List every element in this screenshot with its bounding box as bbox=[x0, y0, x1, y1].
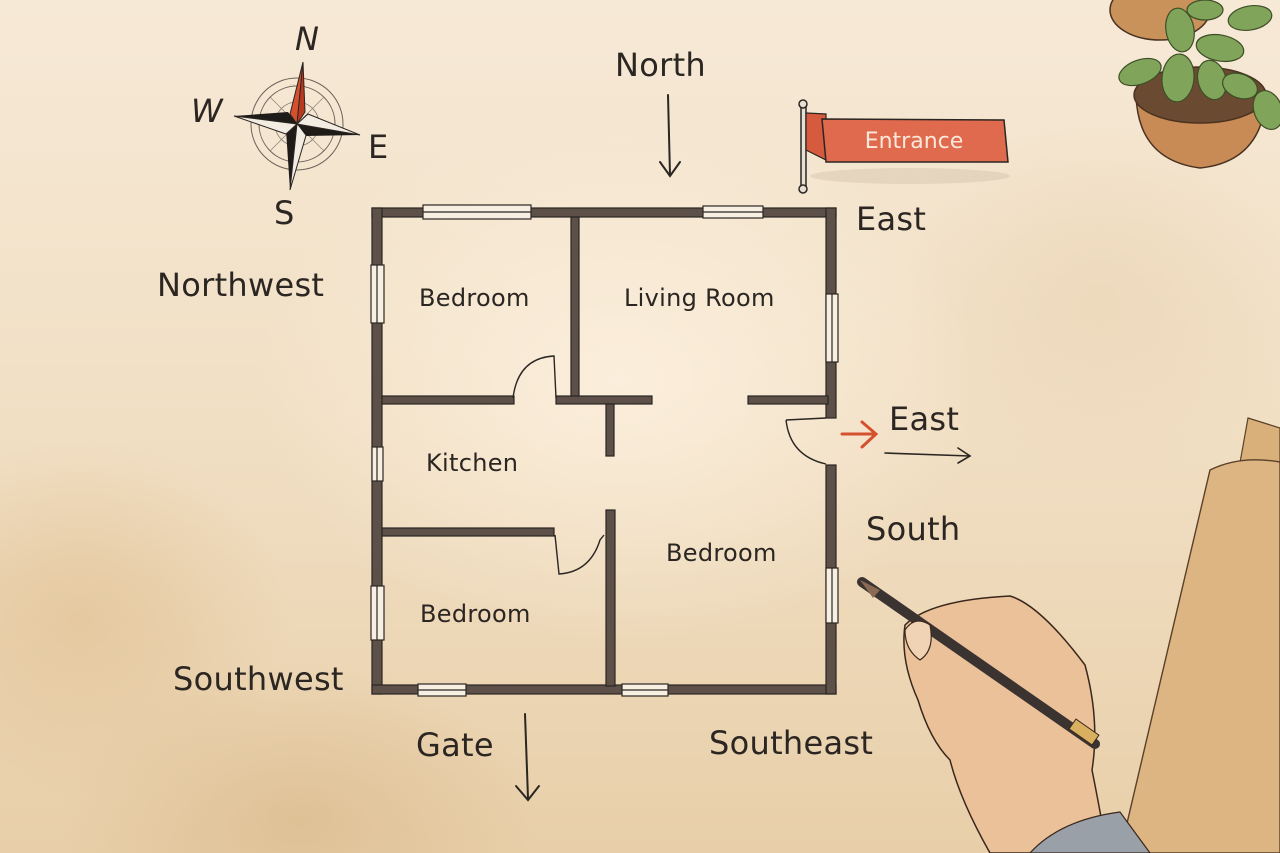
room-label-kitchen: Kitchen bbox=[426, 449, 519, 477]
direction-southeast-label: Southeast bbox=[709, 724, 874, 762]
direction-east-top-label: East bbox=[856, 200, 927, 238]
compass-west-label: W bbox=[191, 92, 223, 130]
compass-north-label: N bbox=[295, 20, 320, 58]
direction-east-door-label: East bbox=[889, 400, 960, 438]
windows bbox=[370, 204, 839, 697]
compass-rose-icon: · · ·· · · bbox=[233, 61, 361, 191]
potted-plant-icon bbox=[1109, 0, 1280, 169]
direction-gate-label: Gate bbox=[416, 726, 494, 764]
room-label-living-room: Living Room bbox=[624, 284, 775, 312]
doors bbox=[512, 355, 827, 575]
direction-southwest-label: Southwest bbox=[173, 660, 344, 698]
direction-north-label: North bbox=[615, 46, 706, 84]
east-door-arrow-icon bbox=[840, 420, 879, 449]
entrance-flag-label: Entrance bbox=[864, 129, 964, 154]
compass-east-label: E bbox=[368, 128, 389, 166]
rolled-paper-icon bbox=[1119, 417, 1280, 853]
room-label-bedroom-sw: Bedroom bbox=[420, 600, 531, 628]
direction-south-label: South bbox=[866, 510, 961, 548]
svg-text:· · ·: · · · bbox=[290, 82, 298, 88]
entrance-flag-icon bbox=[798, 99, 1010, 194]
room-label-bedroom-nw: Bedroom bbox=[419, 284, 530, 312]
compass-south-label: S bbox=[274, 194, 295, 232]
east-arrow-icon bbox=[884, 447, 972, 464]
room-label-bedroom-se: Bedroom bbox=[666, 539, 777, 567]
north-arrow-icon bbox=[659, 94, 681, 178]
direction-northwest-label: Northwest bbox=[157, 266, 325, 304]
hand-with-pencil-icon bbox=[857, 577, 1151, 853]
gate-arrow-icon bbox=[515, 713, 540, 802]
